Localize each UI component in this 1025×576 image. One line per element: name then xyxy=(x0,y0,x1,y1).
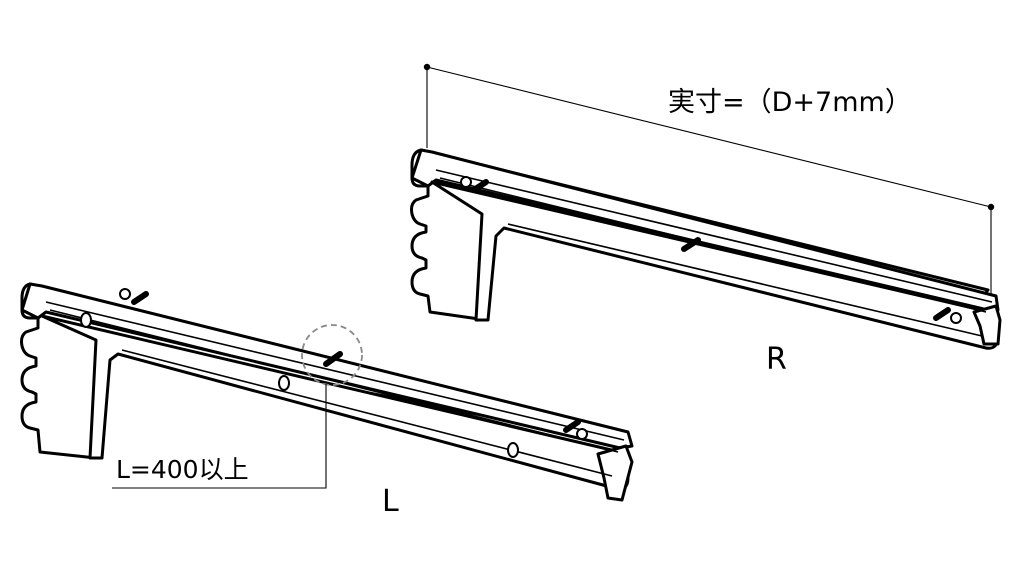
dimension-line xyxy=(423,63,995,296)
left-bracket-slot-3 xyxy=(563,419,581,433)
length-note-leader xyxy=(112,384,327,489)
right-bracket-slot-3 xyxy=(933,307,951,321)
right-bracket-slot-1 xyxy=(471,179,489,193)
left-bracket-hole-3 xyxy=(278,375,290,391)
left-bracket-hole-4 xyxy=(576,428,588,440)
right-bracket-arm xyxy=(430,180,1000,350)
right-bracket-hole-2 xyxy=(950,312,962,324)
dimension-endpoint-right xyxy=(987,203,995,211)
left-bracket-slot-1 xyxy=(131,291,149,305)
dimension-endpoint-left xyxy=(423,63,431,71)
left-bracket-end xyxy=(596,444,634,502)
slot-callout-circle xyxy=(301,324,363,386)
length-note-label: L=400以上 xyxy=(116,455,249,484)
left-bracket-label: L xyxy=(382,484,399,519)
right-bracket-end xyxy=(972,304,1002,346)
left-bracket-slot-2 xyxy=(323,351,343,367)
actual-dimension-label: 実寸=（D+7mm） xyxy=(668,87,912,118)
right-bracket-label: R xyxy=(766,342,787,377)
left-bracket-hole-5 xyxy=(507,442,519,458)
right-bracket-slot-2 xyxy=(681,237,701,252)
right-bracket xyxy=(410,148,1002,350)
right-bracket-hole-1 xyxy=(460,176,472,188)
left-bracket-hole-1 xyxy=(119,288,131,300)
left-bracket xyxy=(20,282,634,502)
left-bracket-hole-2 xyxy=(80,312,92,328)
